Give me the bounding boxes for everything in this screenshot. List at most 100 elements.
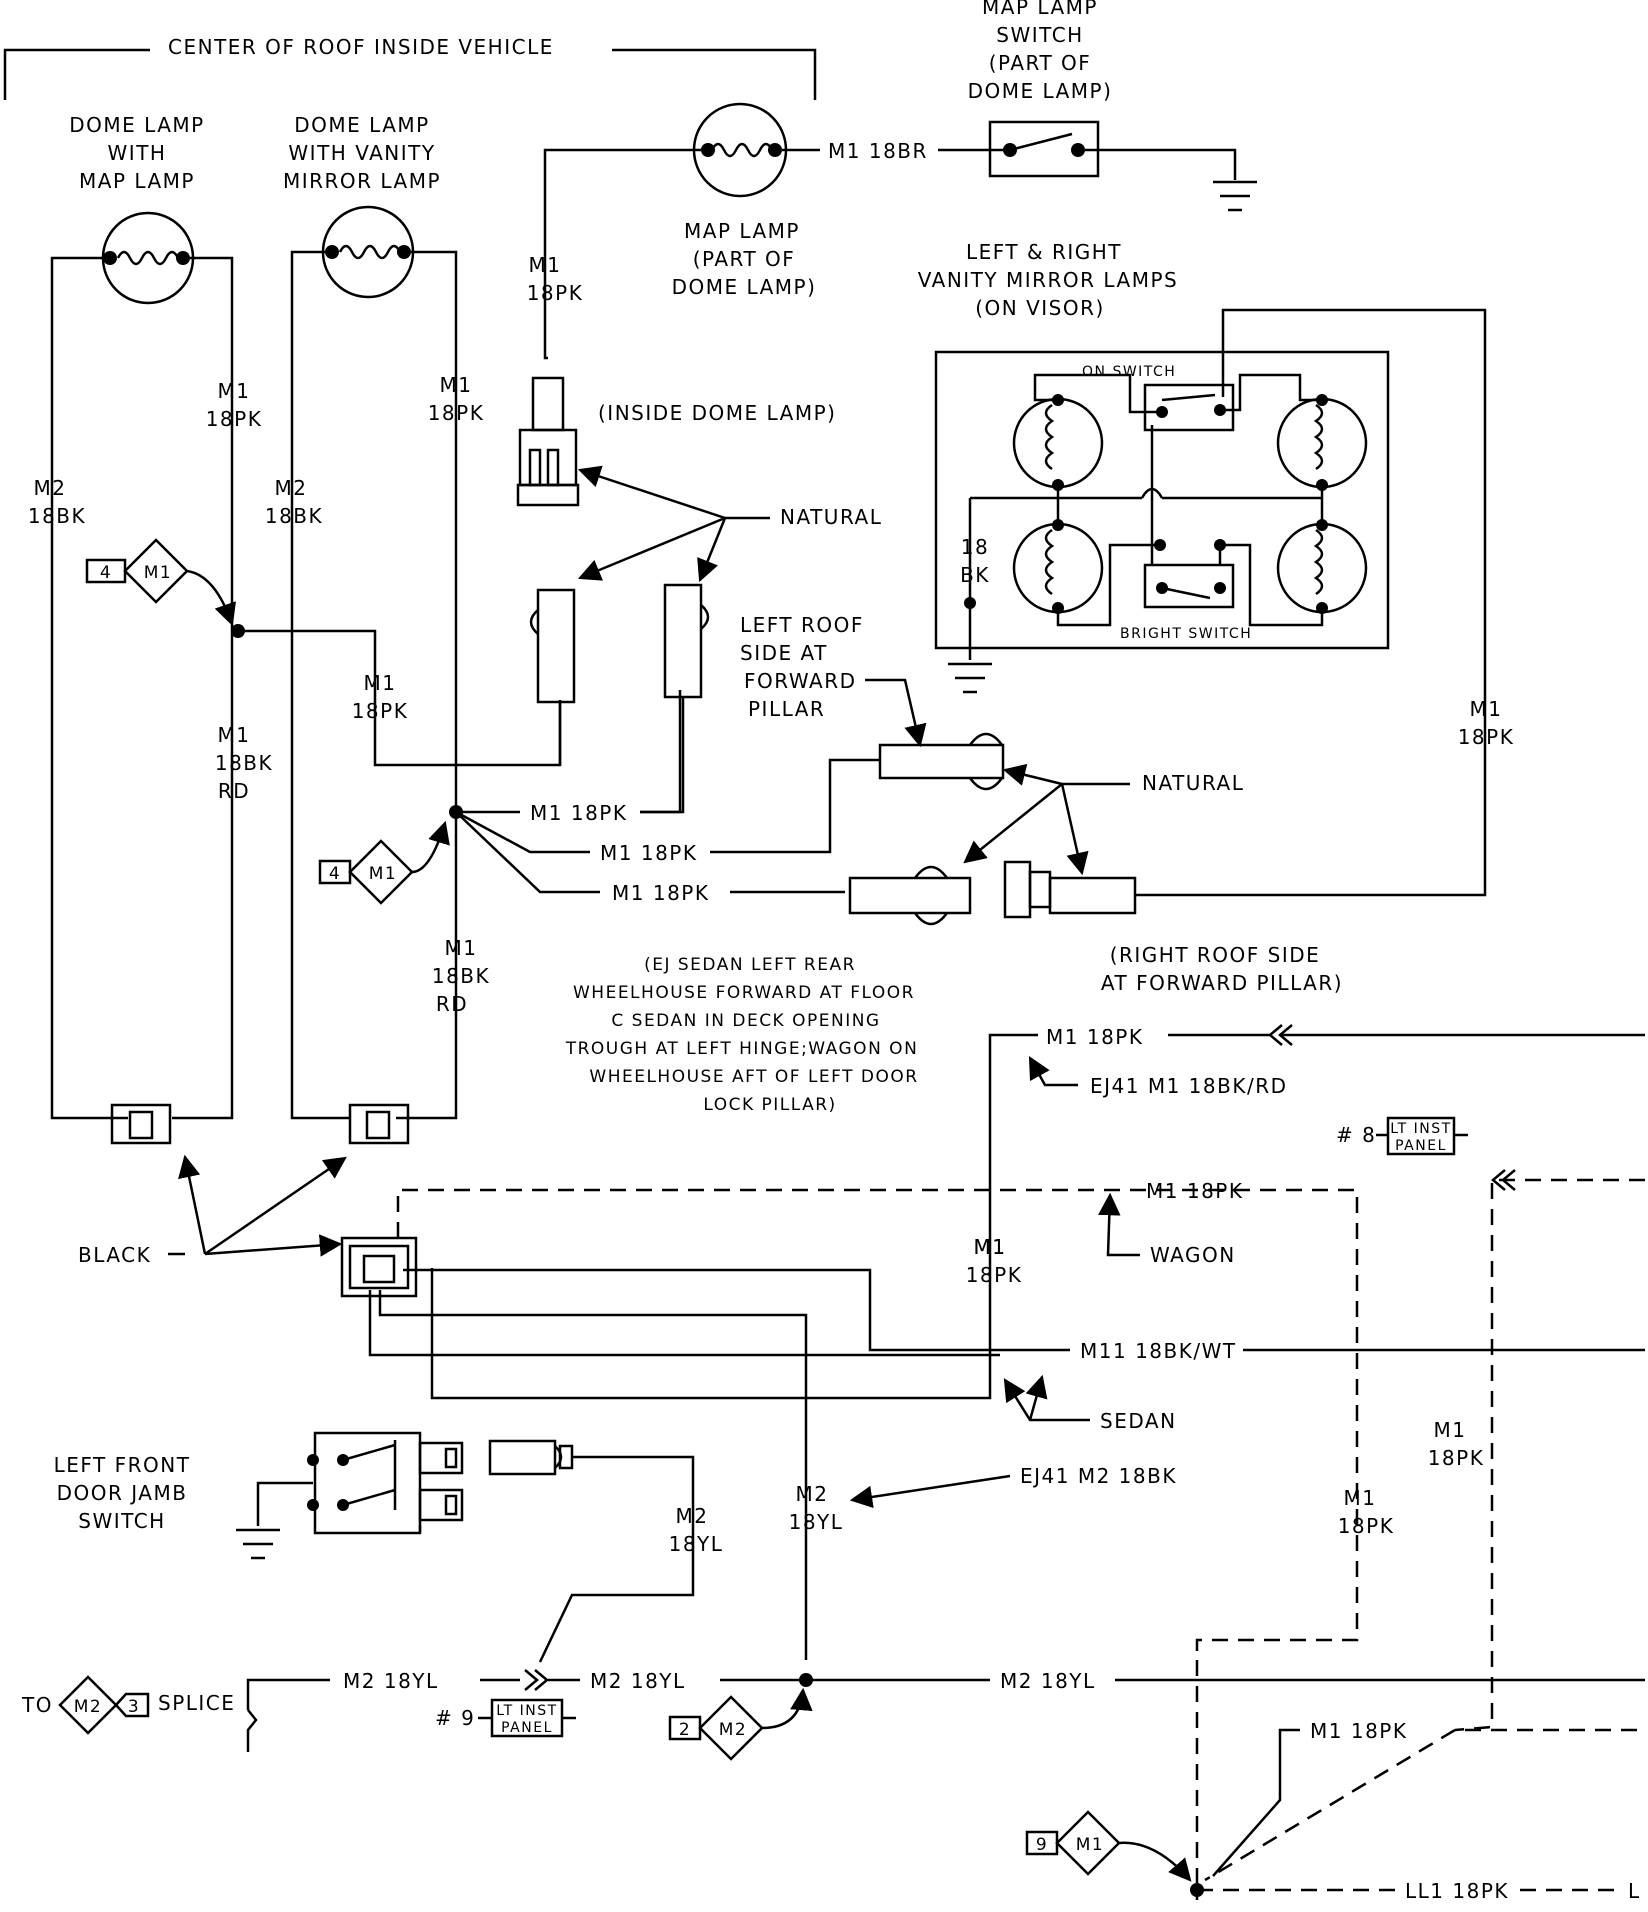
svg-text:LOCK PILLAR): LOCK PILLAR) [703,1095,836,1115]
wire-ej41-m2-label: EJ41 M2 18BK [1020,1464,1177,1488]
svg-text:TROUGH AT LEFT HINGE;WAGON ON: TROUGH AT LEFT HINGE;WAGON ON [565,1039,919,1059]
svg-text:LT INST: LT INST [1390,1121,1451,1137]
svg-text:SWITCH: SWITCH [78,1509,165,1533]
svg-text:M1: M1 [144,563,172,583]
wire-m2-18yl-label: M2 18YL [590,1669,686,1693]
wire-18pk-label: 18PK [428,401,485,425]
svg-text:MAP LAMP: MAP LAMP [982,0,1098,19]
wire-m1-18br-label: M1 18BR [828,139,928,163]
in-line-connector-a [529,588,576,704]
map-lamp-bulb [692,102,788,198]
svg-text:(ON VISOR): (ON VISOR) [975,296,1105,320]
inside-dome-connector [516,376,580,507]
svg-text:PANEL: PANEL [501,1720,553,1736]
map-lamp-label: MAP LAMP (PART OF DOME LAMP) [672,219,817,299]
svg-text:BRIGHT SWITCH: BRIGHT SWITCH [1120,626,1252,642]
wire-m1-18pk-label: M1 18PK [600,841,697,865]
svg-text:DOME LAMP): DOME LAMP) [672,275,817,299]
svg-text:SIDE AT: SIDE AT [740,641,828,665]
svg-text:MAP LAMP: MAP LAMP [79,169,195,193]
vanity-connector [1003,860,1137,919]
svg-text:M1: M1 [1076,1835,1104,1855]
svg-text:LEFT FRONT: LEFT FRONT [54,1453,191,1477]
wire-m1-18pk-label: M1 18PK [530,801,627,825]
svg-text:M1: M1 [369,864,397,884]
wire-m1-label: M1 [218,379,251,403]
svg-text:TO: TO [21,1693,53,1717]
svg-text:(PART OF: (PART OF [989,51,1092,75]
svg-text:MIRROR LAMP: MIRROR LAMP [283,169,441,193]
wire-m1-label: M1 [445,936,478,960]
wire-m2-18yl-label: M2 18YL [343,1669,439,1693]
in-line-connector-b [663,583,710,699]
wire-m2-label: M2 [676,1504,709,1528]
connector-4-m1-lower: 4 M1 [318,839,414,905]
door-jamb-label: LEFT FRONT DOOR JAMB SWITCH [54,1453,191,1533]
wire-18yl-label: 18YL [669,1532,724,1556]
svg-text:C SEDAN IN DECK OPENING: C SEDAN IN DECK OPENING [611,1011,880,1031]
svg-text:VANITY MIRROR LAMPS: VANITY MIRROR LAMPS [918,268,1178,292]
wire-18pk-label: 18PK [1458,725,1515,749]
wire-m1-label: M1 [529,253,562,277]
wire-m1-label: M1 [218,723,251,747]
wire-bk-label: BK [960,563,990,587]
vanity-label: LEFT & RIGHT VANITY MIRROR LAMPS (ON VIS… [918,240,1178,320]
connector-9-m1: 9 M1 [1025,1810,1121,1876]
wire-m2-label: M2 [34,476,67,500]
ground-connector [340,1236,418,1298]
right-roof-label: (RIGHT ROOF SIDE AT FORWARD PILLAR) [1101,943,1342,995]
wire-m1-label: M1 [440,373,473,397]
wire-m1-label: M1 [974,1235,1007,1259]
inside-dome-label: (INSIDE DOME LAMP) [598,401,836,425]
svg-text:FORWARD: FORWARD [744,669,857,693]
ground-icon [948,662,992,694]
wire-18-label: 18 [961,535,989,559]
wire-18pk-label: 18PK [1428,1446,1485,1470]
black-callout: BLACK [78,1243,151,1267]
svg-text:4: 4 [329,864,341,884]
wire-18pk-label: 18PK [352,699,409,723]
svg-text:(EJ SEDAN LEFT REAR: (EJ SEDAN LEFT REAR [644,955,856,975]
natural-callout: NATURAL [1142,771,1244,795]
wire-18pk-label: 18PK [527,281,584,305]
svg-text:(PART OF: (PART OF [693,247,796,271]
wire-m2-18yl-label: M2 18YL [1000,1669,1096,1693]
svg-text:# 9: # 9 [435,1706,475,1730]
svg-text:LEFT ROOF: LEFT ROOF [740,613,864,637]
dome-map-lamp-bulb [101,211,195,305]
connector-2-m2: 2 M2 [668,1695,764,1761]
svg-text:WHEELHOUSE FORWARD AT FLOOR: WHEELHOUSE FORWARD AT FLOOR [573,983,915,1003]
wire-l-label: L [1628,1879,1641,1903]
dome-map-lamp-label: DOME LAMP WITH MAP LAMP [69,113,203,193]
map-lamp-switch [988,120,1237,180]
roof-frame [3,48,817,100]
natural-connector-lower [848,865,972,926]
ground-location-note: (EJ SEDAN LEFT REAR WHEELHOUSE FORWARD A… [565,955,919,1115]
wire-m1-18pk-label: M1 18PK [1046,1025,1143,1049]
ground-icon [1213,180,1257,212]
svg-text:WITH: WITH [108,141,167,165]
svg-text:M2: M2 [74,1697,102,1717]
wire-18bk-label: 18BK [215,751,273,775]
svg-text:PILLAR: PILLAR [748,697,825,721]
svg-text:2: 2 [679,1720,691,1740]
svg-text:PANEL: PANEL [1395,1138,1447,1154]
wire-18pk-label: 18PK [206,407,263,431]
wire-m1-18pk-label: M1 18PK [1310,1719,1407,1743]
svg-text:DOME LAMP: DOME LAMP [294,113,430,137]
wire-m1-18pk-label: M1 18PK [612,881,709,905]
svg-text:MAP LAMP: MAP LAMP [684,219,800,243]
wire-18bk-label: 18BK [265,504,323,528]
svg-text:DOOR JAMB: DOOR JAMB [57,1481,188,1505]
wire-rd-label: RD [436,992,468,1016]
svg-text:WITH VANITY: WITH VANITY [288,141,435,165]
vanity-mirror-lamps: ON SWITCH BRIGHT SWITCH [934,350,1390,660]
wire-m2-label: M2 [796,1482,829,1506]
wire-m1-18pk-label: M1 18PK [1146,1179,1243,1203]
dome-vanity-lamp-bulb [321,205,415,299]
wire-m2-label: M2 [275,476,308,500]
ground-icon [236,1528,280,1560]
left-roof-label: LEFT ROOF SIDE AT FORWARD PILLAR [740,613,864,721]
svg-text:WHEELHOUSE AFT OF LEFT DOOR: WHEELHOUSE AFT OF LEFT DOOR [589,1067,918,1087]
svg-text:M2: M2 [719,1720,747,1740]
